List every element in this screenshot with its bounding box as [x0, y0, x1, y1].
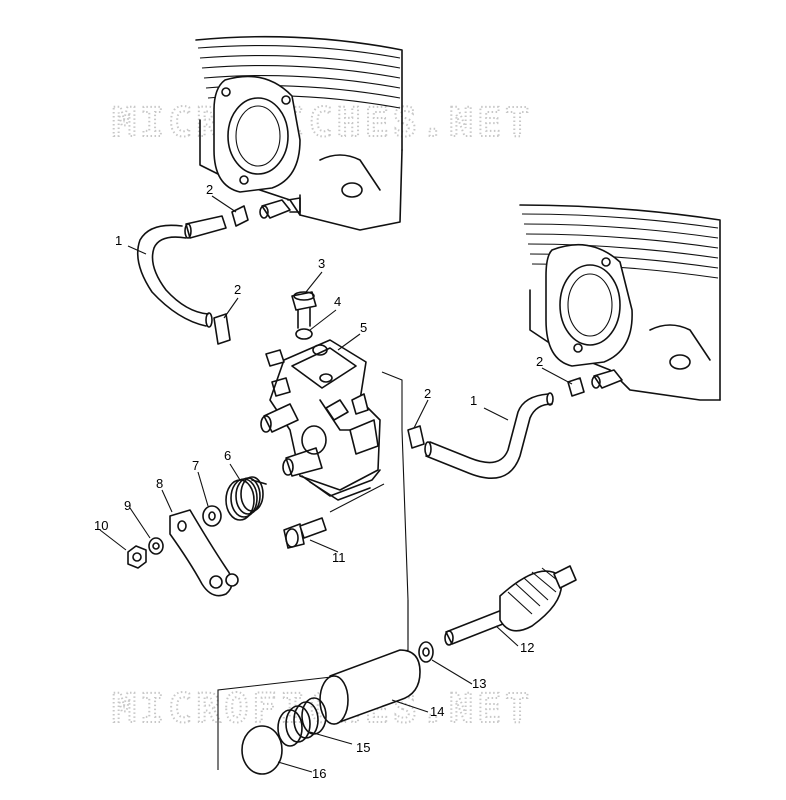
cylinder-left: [195, 35, 403, 231]
callout-7-washer: 7: [192, 458, 199, 473]
callout-12-gear: 12: [520, 640, 534, 655]
callout-16-o-ring: 16: [312, 766, 326, 781]
callout-9-washer: 9: [124, 498, 131, 513]
leader-lines: [99, 195, 573, 773]
hose-clamp-top: [231, 205, 249, 227]
shaft-spring: [277, 697, 327, 747]
callout-1-hose-right: 1: [470, 393, 477, 408]
callout-2-clamp-mid: 2: [234, 282, 241, 297]
o-ring: [241, 725, 283, 775]
callout-8-lever: 8: [156, 476, 163, 491]
return-spring: [225, 476, 267, 521]
callout-5-pump: 5: [360, 320, 367, 335]
callout-11-bolt: 11: [332, 550, 346, 565]
plain-washer: [202, 505, 222, 527]
pump-lever: [169, 509, 239, 597]
callout-2-clamp-top: 2: [206, 182, 213, 197]
callout-15-spring: 15: [356, 740, 370, 755]
watermark-top: MICROFICHES.NET: [112, 100, 533, 146]
pump-mounting-bolt: [283, 517, 327, 549]
callout-10-nut: 10: [94, 518, 108, 533]
lever-nut: [127, 545, 147, 569]
banjo-bolt: [291, 291, 317, 329]
oil-hose-right: [424, 392, 554, 480]
callout-6-spring: 6: [224, 448, 231, 463]
callout-2-clamp-right: 2: [424, 386, 431, 401]
hose-clamp-right: [407, 425, 425, 449]
oil-hose-left: [136, 215, 227, 328]
lever-washer: [148, 537, 164, 555]
callout-2-clamp-far-right: 2: [536, 354, 543, 369]
callout-14-sleeve: 14: [430, 704, 444, 719]
callout-13-washer: 13: [472, 676, 486, 691]
hose-clamp-mid-left: [213, 313, 231, 345]
sealing-washer: [295, 328, 313, 340]
shaft-sleeve: [319, 649, 421, 725]
cylinder-right: [519, 204, 721, 401]
callout-4-washer: 4: [334, 294, 341, 309]
oil-pump-body: [260, 339, 381, 501]
pump-drive-gear: [444, 565, 577, 646]
hose-clamp-far-right: [567, 377, 585, 397]
callout-3-bolt: 3: [318, 256, 325, 271]
shaft-washer: [418, 641, 434, 663]
callout-1-hose-left: 1: [115, 233, 122, 248]
